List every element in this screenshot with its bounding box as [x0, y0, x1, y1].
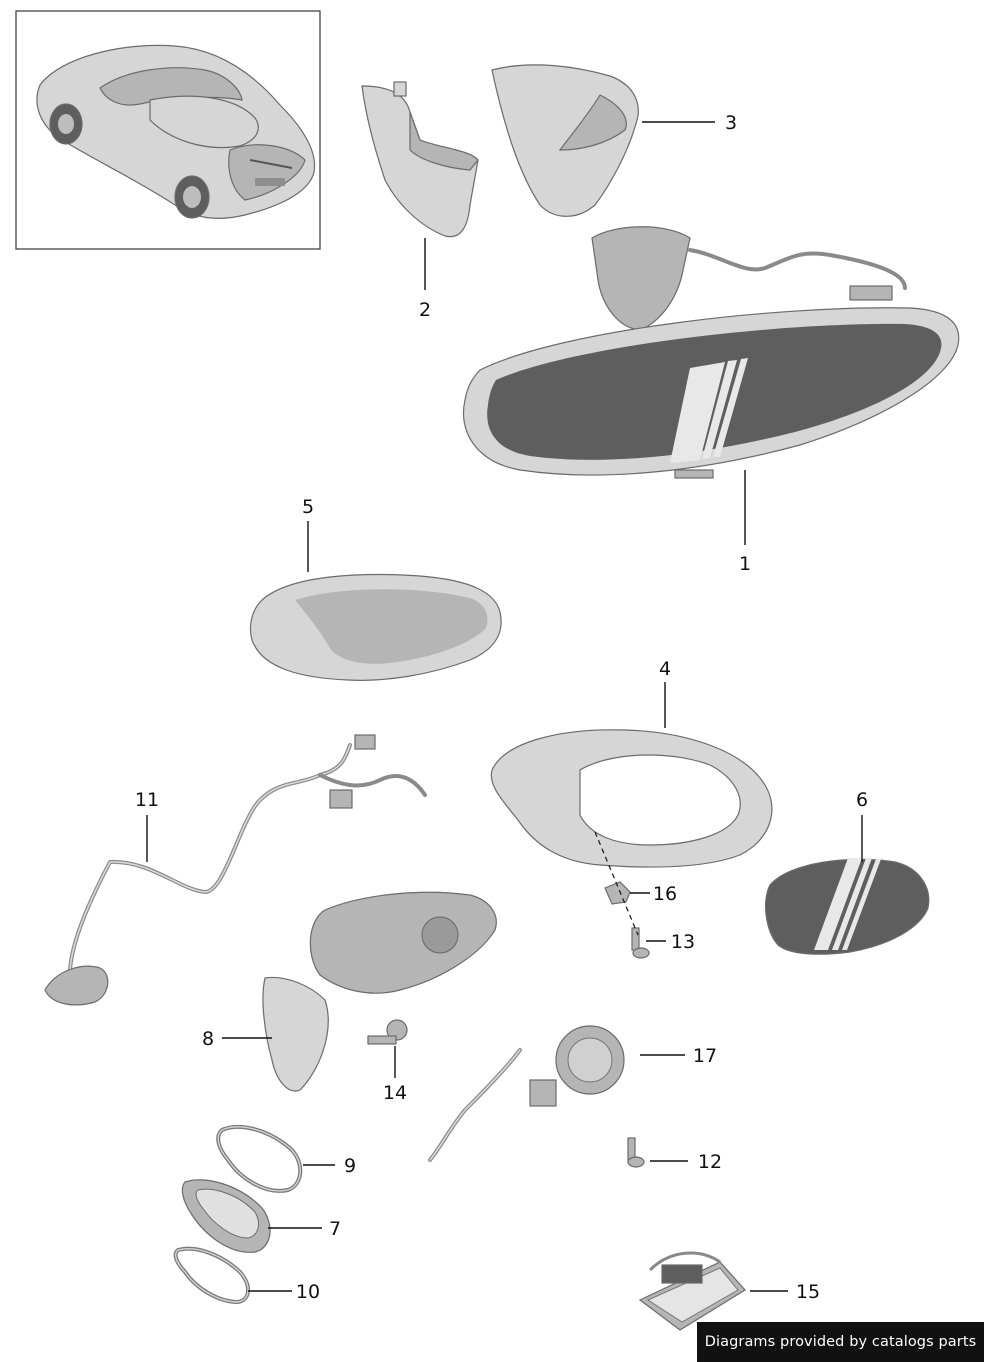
callout-13[interactable]: 13 [671, 931, 695, 953]
callout-5[interactable]: 5 [302, 496, 314, 518]
part-11-wiring-harness [44, 734, 427, 1006]
callout-16[interactable]: 16 [653, 883, 677, 905]
vehicle-thumbnail [15, 10, 321, 250]
part-15-control-module [638, 1251, 746, 1331]
part-16-clip [604, 881, 631, 905]
credit-banner: Diagrams provided by catalogs parts [697, 1322, 984, 1362]
callout-9[interactable]: 9 [344, 1155, 356, 1177]
part-14-screw [367, 1019, 408, 1045]
callout-labels: 1 2 3 4 5 6 7 8 9 10 11 12 13 14 15 16 1… [135, 112, 868, 1303]
callout-1[interactable]: 1 [739, 553, 751, 575]
part-5-mirror-trim [249, 573, 502, 681]
car-illustration [36, 44, 316, 220]
part-9-gasket [216, 1124, 303, 1193]
callout-8[interactable]: 8 [202, 1028, 214, 1050]
callout-17[interactable]: 17 [693, 1045, 717, 1067]
part-13-screw [631, 927, 650, 959]
part-10-gasket [173, 1246, 250, 1305]
callout-6[interactable]: 6 [856, 789, 868, 811]
callout-12[interactable]: 12 [698, 1151, 722, 1173]
callout-2[interactable]: 2 [419, 299, 431, 321]
part-12-screw [627, 1137, 645, 1168]
part-1-rearview-mirror [462, 226, 960, 479]
part-4-mirror-housing [490, 729, 773, 868]
callout-4[interactable]: 4 [659, 658, 671, 680]
part-2-base-cover [361, 81, 479, 238]
callout-7[interactable]: 7 [329, 1218, 341, 1240]
leader-lines [146, 121, 863, 1292]
part-7-frame [181, 1179, 271, 1253]
callout-3[interactable]: 3 [725, 112, 737, 134]
callout-11[interactable]: 11 [135, 789, 159, 811]
part-8-mirror-bracket [262, 891, 497, 1092]
callout-14[interactable]: 14 [383, 1082, 407, 1104]
part-3-base-cover [491, 64, 639, 217]
part-17-motor-unit [428, 1025, 625, 1162]
part-6-mirror-glass [765, 858, 930, 955]
callout-15[interactable]: 15 [796, 1281, 820, 1303]
assembly-line [594, 831, 639, 936]
callout-10[interactable]: 10 [296, 1281, 320, 1303]
